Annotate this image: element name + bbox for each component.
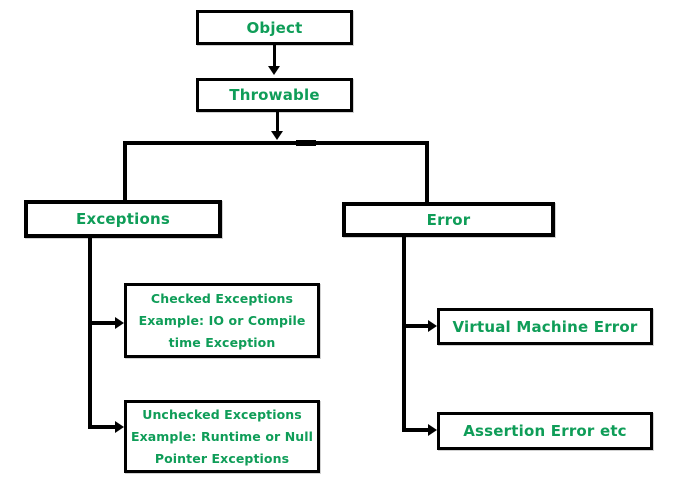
node-checked-exceptions-line1: Checked Exceptions xyxy=(150,290,294,306)
edge-exceptions-checked-line xyxy=(88,321,116,325)
arrowhead-down-icon xyxy=(271,131,283,140)
edge-error-assertion-line xyxy=(402,428,430,432)
node-exceptions: Exceptions xyxy=(24,200,222,238)
node-virtual-machine-error: Virtual Machine Error xyxy=(437,308,653,345)
node-unchecked-exceptions: Unchecked Exceptions Example: Runtime or… xyxy=(124,400,320,473)
edge-error-trunk-line xyxy=(402,237,406,432)
junction-horizontal-line xyxy=(123,141,429,145)
node-throwable: Throwable xyxy=(196,78,353,112)
edge-throwable-junction-line xyxy=(276,112,279,133)
arrowhead-right-icon xyxy=(115,317,124,329)
arrowhead-right-icon xyxy=(428,424,437,436)
junction-line-overlap-segment xyxy=(296,140,316,146)
node-error-label: Error xyxy=(426,210,471,229)
edge-error-vmerror-line xyxy=(402,324,430,328)
node-object: Object xyxy=(196,10,353,45)
node-virtual-machine-error-label: Virtual Machine Error xyxy=(452,317,638,336)
edge-object-throwable-line xyxy=(273,45,276,67)
node-assertion-error-label: Assertion Error etc xyxy=(463,422,627,440)
node-checked-exceptions-line2: Example: IO or Compile xyxy=(138,312,306,328)
arrowhead-right-icon xyxy=(115,421,124,433)
node-object-label: Object xyxy=(246,18,303,37)
node-throwable-label: Throwable xyxy=(229,86,320,104)
node-exceptions-label: Exceptions xyxy=(76,210,170,228)
node-unchecked-exceptions-line1: Unchecked Exceptions xyxy=(142,406,302,422)
edge-exceptions-trunk-line xyxy=(88,238,92,429)
node-unchecked-exceptions-line3: Pointer Exceptions xyxy=(154,450,290,466)
node-checked-exceptions-line3: time Exception xyxy=(168,334,276,350)
edge-exceptions-unchecked-line xyxy=(88,425,116,429)
node-unchecked-exceptions-line2: Example: Runtime or Null xyxy=(130,428,314,444)
node-error: Error xyxy=(342,202,555,237)
arrowhead-right-icon xyxy=(428,320,437,332)
node-assertion-error: Assertion Error etc xyxy=(437,412,653,450)
edge-junction-exceptions-line xyxy=(123,141,127,200)
node-checked-exceptions: Checked Exceptions Example: IO or Compil… xyxy=(124,283,320,358)
edge-junction-error-line xyxy=(425,141,429,202)
arrowhead-down-icon xyxy=(268,66,280,75)
